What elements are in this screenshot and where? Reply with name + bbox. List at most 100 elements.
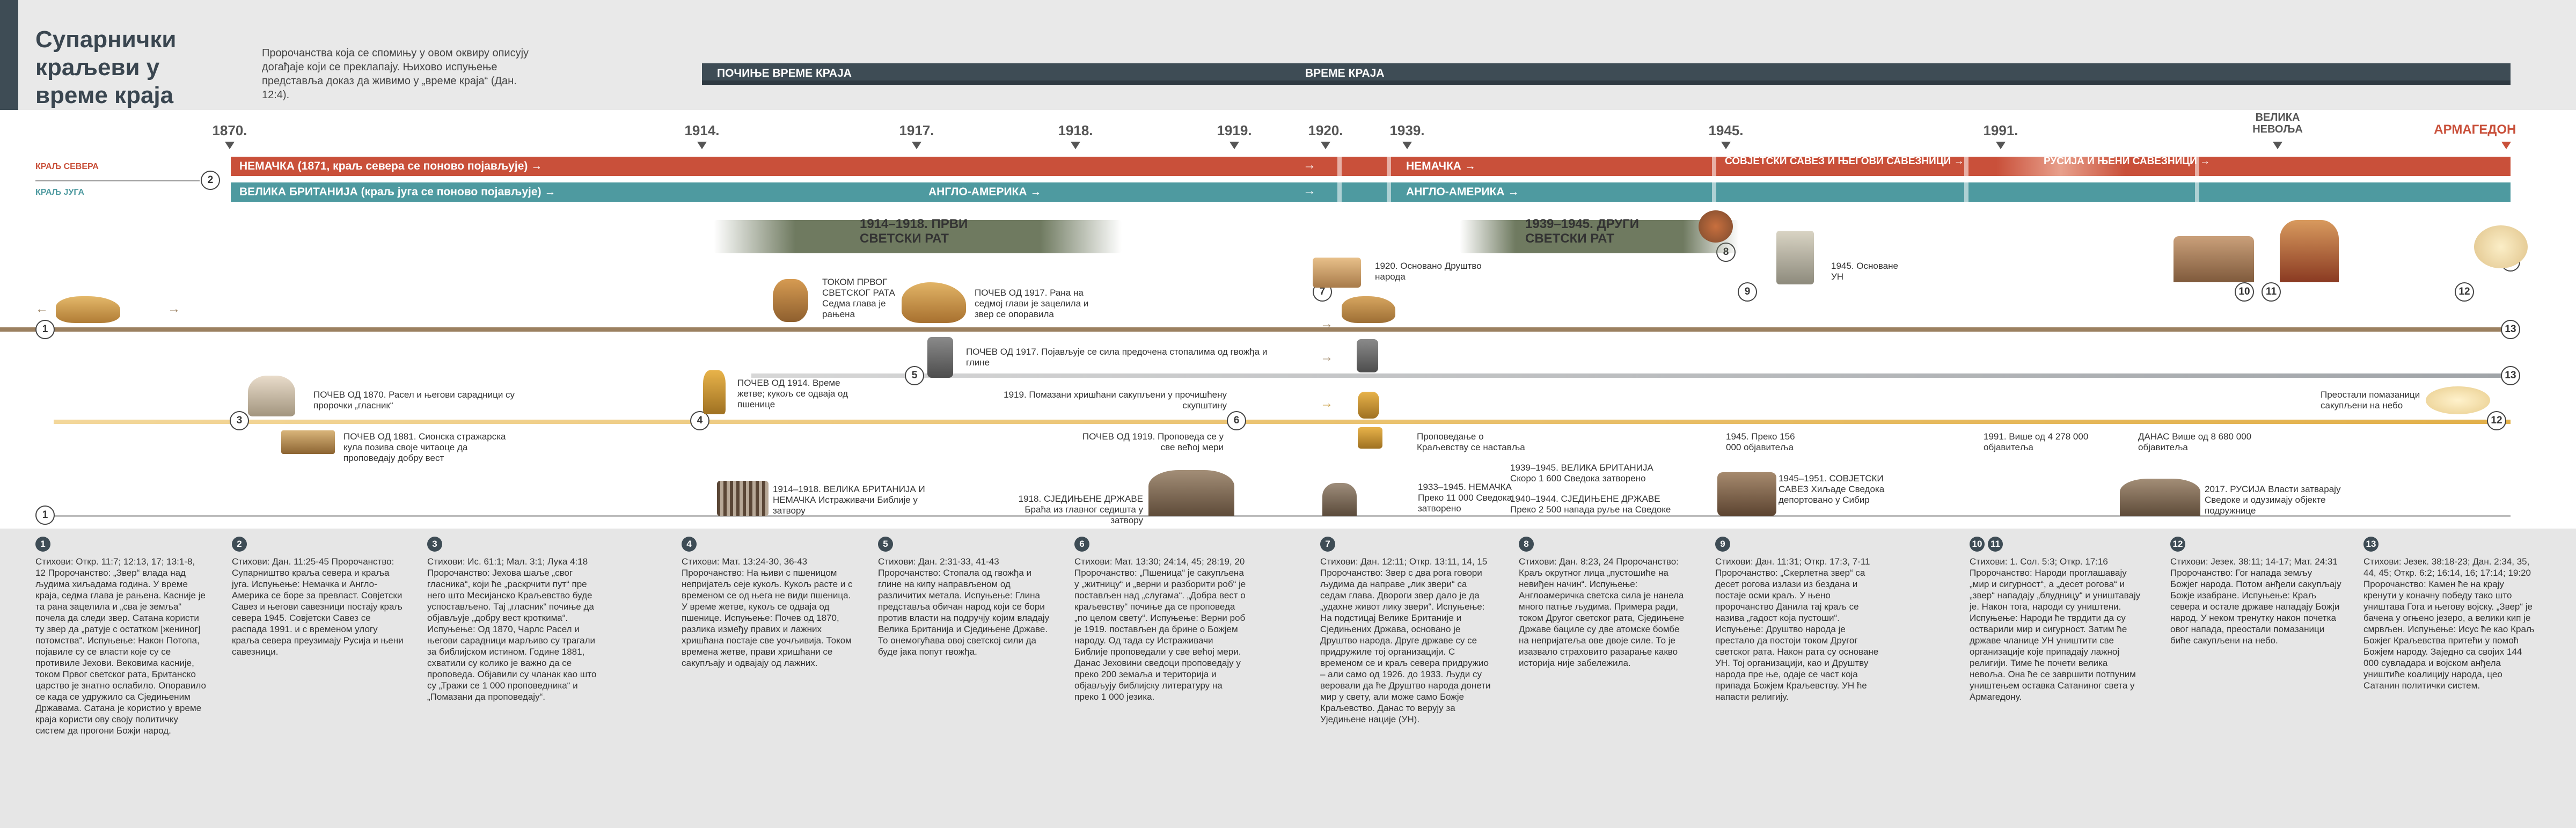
wheat-3-icon xyxy=(1358,427,1382,449)
event-1919b: ПОЧЕВ ОД 1919. Проповеда се у све већој … xyxy=(1082,431,1224,452)
south-seg-3: АНГЛО-АМЕРИКА → xyxy=(1406,186,1519,198)
year-tick xyxy=(1402,142,1412,149)
year-label: ВЕЛИКА НЕВОЉА xyxy=(2252,112,2303,135)
column-text: Стихови: Језек. 38:18-23; Дан. 2:34, 35,… xyxy=(2363,556,2535,691)
year-tick xyxy=(2273,142,2282,149)
year-tick xyxy=(912,142,921,149)
event-today: ДАНАС Више од 8 680 000 објавитеља xyxy=(2138,431,2252,452)
right-arrow-icon: → xyxy=(1320,396,1333,411)
year-tick xyxy=(1071,142,1080,149)
column-number-badge: 4 xyxy=(682,537,697,552)
column-number-badge: 9 xyxy=(1715,537,1730,552)
column-text: Стихови: Дан. 8:23, 24 Пророчанство: Кра… xyxy=(1519,556,1685,668)
left-arrow-icon: ← xyxy=(35,302,48,316)
end-time-band: ПОЧИЊЕ ВРЕМЕ КРАЈА xyxy=(702,63,2511,84)
event-kingdom: Проповедање о Краљевству се наставља xyxy=(1417,431,1525,452)
separator xyxy=(2195,157,2199,176)
year-label: 1939. xyxy=(1389,122,1425,138)
north-seg-2: НЕМАЧКА → xyxy=(1406,160,1476,172)
iron-feet-2-icon xyxy=(1357,339,1378,372)
year-label: 1914. xyxy=(684,122,720,138)
event-1914: ПОЧЕВ ОД 1914. Време жетве; кукољ се одв… xyxy=(737,378,848,409)
band-main-label: ВРЕМЕ КРАЈА xyxy=(1305,67,1385,79)
lane-persecution xyxy=(35,515,2511,517)
column-number-badge: 8 xyxy=(1519,537,1534,552)
imprisoned-brothers-icon xyxy=(1148,470,1234,516)
marker-5: 5 xyxy=(905,366,924,385)
war-scene-2-icon xyxy=(1460,220,1739,253)
prison-bars-icon xyxy=(717,481,769,516)
event-1914-18: 1914–1918. ВЕЛИКА БРИТАНИЈА И НЕМАЧКА Ис… xyxy=(773,484,925,516)
marker-1: 1 xyxy=(35,320,55,339)
event-1933: 1933–1945. НЕМАЧКА Преко 11 000 Сведока … xyxy=(1418,482,1512,514)
column-number-badge: 5 xyxy=(878,537,893,552)
event-2017: 2017. РУСИЈА Власти затварају Сведоке и … xyxy=(2205,484,2341,516)
event-1991-num: 1991. Више од 4 278 000 објавитеља xyxy=(1984,431,2089,452)
column-number-badge: 1 xyxy=(35,537,50,552)
marker-11: 11 xyxy=(2262,282,2281,302)
separator xyxy=(2195,182,2199,202)
year-label: 1920. xyxy=(1308,122,1343,138)
year-tick xyxy=(1321,142,1330,149)
beast-icon xyxy=(56,296,120,323)
event-ww1: 1914–1918. ПРВИ СВЕТСКИ РАТ xyxy=(860,217,968,246)
column-text: Стихови: Дан. 2:31-33, 41-43 Пророчанств… xyxy=(878,556,1050,657)
year-label: 1870. xyxy=(212,122,247,138)
year-label: 1919. xyxy=(1217,122,1252,138)
year-tick xyxy=(225,142,235,149)
north-seg-4: РУСИЈА И ЊЕНИ САВЕЗНИЦИ → xyxy=(2044,156,2211,167)
year-label: 1918. xyxy=(1058,122,1093,138)
column-number-badge: 3 xyxy=(427,537,442,552)
king-north-label: КРАЉ СЕВЕРА xyxy=(35,162,99,171)
north-seg-3: СОВЈЕТСКИ САВЕЗ И ЊЕГОВИ САВЕЗНИЦИ → xyxy=(1725,156,1964,167)
event-1918: 1918. СЈЕДИЊЕНЕ ДРЖАВЕ Браћа из главног … xyxy=(1018,494,1143,525)
right-arrow-icon: → xyxy=(1320,350,1333,364)
south-seg-2: АНГЛО-АМЕРИКА → xyxy=(928,186,1042,198)
event-1917-feet: ПОЧЕВ ОД 1917. Појављује се сила предоче… xyxy=(966,347,1268,368)
column-number-badge: 2 xyxy=(232,537,247,552)
column-text: Стихови: 1. Сол. 5:3; Откр. 17:16 Пророч… xyxy=(1970,556,2141,702)
beast-heads-icon xyxy=(773,279,808,322)
separator xyxy=(1387,182,1391,202)
wheat-icon xyxy=(703,370,726,414)
un-building-icon xyxy=(1776,231,1814,284)
event-1945-num: 1945. Преко 156 000 објавитеља xyxy=(1726,431,1795,452)
band-start-label: ПОЧИЊЕ ВРЕМЕ КРАЈА xyxy=(717,67,852,79)
column-number-badge: 7 xyxy=(1320,537,1335,552)
beast-healed-icon xyxy=(902,282,966,323)
right-arrow-icon: → xyxy=(167,302,180,316)
event-ww1-heads: ТОКОМ ПРВОГ СВЕТСКОГ РАТА Седма глава је… xyxy=(822,277,895,319)
year-tick xyxy=(697,142,707,149)
year-label: 1917. xyxy=(899,122,934,138)
column-text: Стихови: Дан. 12:11; Откр. 13:11, 14, 15… xyxy=(1320,556,1491,724)
explosion-icon xyxy=(1699,210,1733,243)
religion-ruins-icon xyxy=(2174,236,2254,282)
label-divider xyxy=(35,180,200,181)
russell-icon xyxy=(248,376,295,416)
image-beast-icon xyxy=(1342,296,1395,323)
separator xyxy=(1337,157,1342,176)
column-text: Стихови: Дан. 11:25-45 Пророчанство: Суп… xyxy=(232,556,404,657)
separator xyxy=(1712,182,1716,202)
marker-12b: 12 xyxy=(2487,411,2506,430)
war-scene-icon xyxy=(714,220,1122,253)
event-1940-us: 1940–1944. СЈЕДИЊЕНЕ ДРЖАВЕ Преко 2 500 … xyxy=(1510,494,1671,515)
year-tick xyxy=(1230,142,1239,149)
marker-10: 10 xyxy=(2235,282,2254,302)
marker-12: 12 xyxy=(2455,282,2474,302)
intro-text: Пророчанства која се спомињу у овом окви… xyxy=(262,47,529,101)
north-arrow-1920: → xyxy=(1303,158,1316,172)
russia-witnesses-icon xyxy=(2120,479,2200,516)
right-arrow-icon: → xyxy=(1320,317,1333,331)
event-ww2: 1939–1945. ДРУГИ СВЕТСКИ РАТ xyxy=(1525,217,1640,246)
event-1881: ПОЧЕВ ОД 1881. Сионска стражарска кула п… xyxy=(343,431,506,463)
watchtower-book-icon xyxy=(281,430,335,454)
year-tick xyxy=(1996,142,2006,149)
